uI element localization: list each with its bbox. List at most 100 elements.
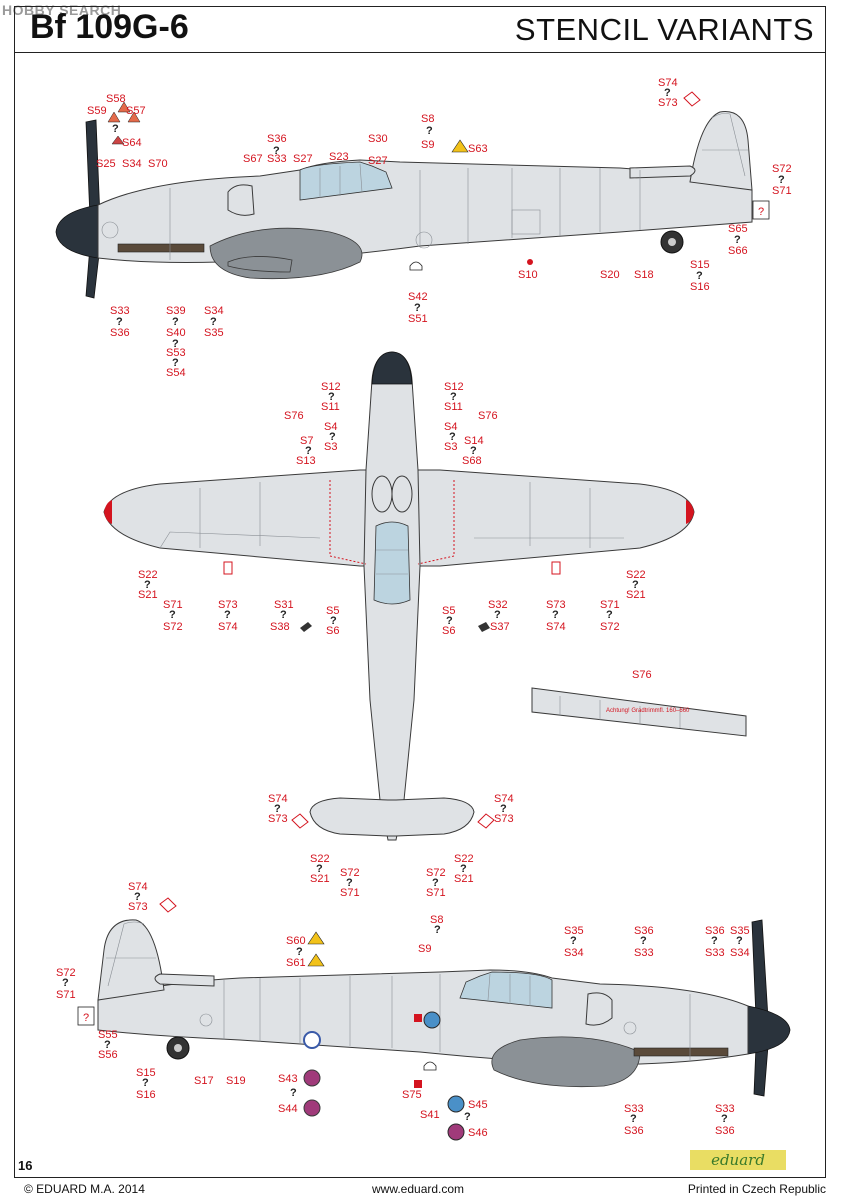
stencil-label: S22 [138, 569, 158, 581]
stencil-label: S22 [310, 853, 330, 865]
brand-logo: eduard [690, 1150, 786, 1170]
svg-text:?: ? [446, 615, 453, 627]
stencil-label: S67 [243, 153, 263, 165]
section-title: STENCIL VARIANTS [514, 12, 814, 47]
stencil-label: S6 [326, 625, 339, 637]
stencil-label: S73 [494, 813, 514, 825]
stencil-label: S56 [98, 1049, 118, 1061]
svg-text:?: ? [606, 609, 613, 621]
stencil-label: S14 [464, 435, 484, 447]
warning-triangle-icon [451, 139, 469, 153]
stencil-label: S17 [194, 1075, 214, 1087]
svg-text:?: ? [664, 87, 671, 99]
printed-text: Printed in Czech Republic [687, 1182, 826, 1196]
left-side-view: ? S59 S58 S57 ? S64 S25 S34 S70 S36 ? S6… [55, 77, 792, 379]
stencil-label: S76 [284, 410, 304, 422]
page-frame [14, 6, 826, 1178]
page-title: Bf 109G-6 [30, 8, 189, 46]
top-view: Achtung! Gradtrimmfl. 160–660 S12 ? S11 … [103, 351, 747, 899]
stencil-label: S4 [324, 421, 337, 433]
stencil-label: S35 [564, 925, 584, 937]
svg-text:?: ? [460, 863, 467, 875]
stencil-label: S74 [658, 77, 678, 89]
stencil-label: S42 [408, 291, 428, 303]
unknown-stencil-box [752, 200, 770, 220]
stencil-label: S16 [136, 1089, 156, 1101]
vertical-fin [689, 111, 753, 191]
svg-text:?: ? [630, 1113, 637, 1125]
stencil-label: S51 [408, 313, 428, 325]
stencil-label: S71 [426, 887, 446, 899]
svg-text:?: ? [736, 935, 743, 947]
stencil-label: S73 [268, 813, 288, 825]
stencil-label: S72 [426, 867, 446, 879]
svg-text:?: ? [134, 891, 141, 903]
stencil-label: S30 [368, 133, 388, 145]
svg-text:?: ? [62, 977, 69, 989]
stencil-label: S33 [267, 153, 287, 165]
stencil-label: S71 [600, 599, 620, 611]
svg-text:?: ? [305, 445, 312, 457]
warning-triangle-icon [307, 953, 325, 967]
svg-text:?: ? [632, 579, 639, 591]
stencil-label: S27 [368, 155, 388, 167]
unknown-stencil-box-label: ? [758, 206, 764, 218]
vertical-fin [97, 919, 165, 1001]
svg-text:?: ? [470, 445, 477, 457]
stencil-label: S35 [730, 925, 750, 937]
stencil-label: S34 [564, 947, 584, 959]
svg-text:?: ? [144, 579, 151, 591]
tailplane [629, 165, 696, 179]
stencil-label: S33 [624, 1103, 644, 1115]
svg-text:?: ? [280, 609, 287, 621]
stencil-label: S73 [128, 901, 148, 913]
stencil-label: S74 [218, 621, 238, 633]
svg-text:?: ? [329, 431, 336, 443]
stencil-label: S74 [128, 881, 148, 893]
purple-marker [303, 1069, 321, 1087]
svg-text:?: ? [142, 1077, 149, 1089]
stencil-label: S3 [324, 441, 337, 453]
stencil-label: S72 [600, 621, 620, 633]
propeller-blade-lower [753, 1045, 769, 1097]
stencil-label: S53 [166, 347, 186, 359]
stencil-label: S37 [490, 621, 510, 633]
spinner [747, 1005, 791, 1055]
svg-text:?: ? [172, 316, 179, 328]
stencil-label: S74 [546, 621, 566, 633]
stencil-label: S70 [148, 158, 168, 170]
spinner-top [371, 351, 413, 385]
stencil-label: S71 [340, 887, 360, 899]
stencil-label: S72 [56, 967, 76, 979]
roundel-marker [303, 1031, 321, 1049]
cowling-bulge [585, 992, 613, 1026]
stencil-label: S22 [626, 569, 646, 581]
tailplane-top [309, 797, 475, 837]
stencil-label: S34 [122, 158, 142, 170]
svg-text:?: ? [224, 609, 231, 621]
diamond-marker-icon [159, 897, 177, 913]
svg-text:?: ? [426, 125, 433, 137]
stencil-label: S59 [87, 105, 107, 117]
stencil-label: S7 [300, 435, 313, 447]
stencil-label: S44 [278, 1103, 298, 1115]
svg-text:?: ? [274, 803, 281, 815]
svg-text:?: ? [316, 863, 323, 875]
svg-text:?: ? [449, 431, 456, 443]
stencil-label: S33 [634, 947, 654, 959]
stencil-label: S74 [494, 793, 514, 805]
canopy-top [373, 521, 411, 605]
svg-text:?: ? [721, 1113, 728, 1125]
stencil-label: S73 [546, 599, 566, 611]
stencil-label: S60 [286, 935, 306, 947]
triangle-marker-icon [117, 101, 131, 113]
exhaust-stacks [633, 1047, 729, 1057]
svg-text:?: ? [500, 803, 507, 815]
stencil-label: S71 [56, 989, 76, 1001]
stencil-label: S40 [166, 327, 186, 339]
stencil-label: S45 [468, 1099, 488, 1111]
stencil-label: S31 [274, 599, 294, 611]
stencil-label: S27 [293, 153, 313, 165]
stencil-label: S18 [634, 269, 654, 281]
